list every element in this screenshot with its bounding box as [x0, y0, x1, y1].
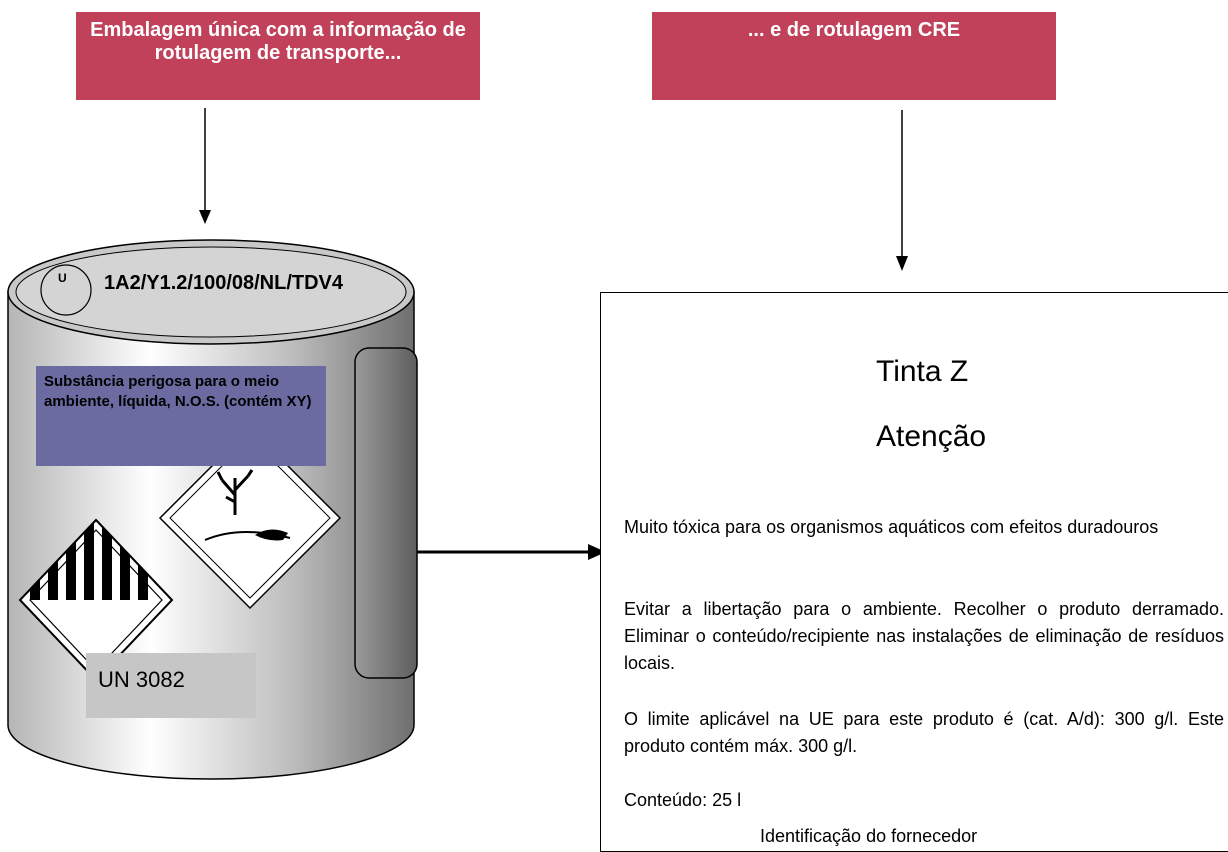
contents-statement: Conteúdo: 25 l — [624, 790, 742, 810]
lid-mark: U — [58, 271, 67, 285]
clp-label — [600, 292, 1228, 852]
right-header-box: ... e de rotulagem CRE — [652, 12, 1056, 100]
arrow-left-down — [199, 108, 211, 224]
un-number: UN 3082 — [98, 667, 185, 692]
product-name: Tinta Z — [876, 355, 969, 388]
arrow-drum-to-label — [410, 544, 606, 560]
environment-hazard-diamond-drum — [158, 426, 342, 610]
precautionary-statement: Evitar a libertação para o ambiente. Rec… — [624, 599, 1224, 673]
left-header-box: Embalagem única com a informação de rotu… — [76, 12, 480, 100]
transport-hazard-text-content: Substância perigosa para o meio ambiente… — [44, 373, 312, 410]
signal-word: Atenção — [876, 420, 987, 453]
un-number-box: UN 3082 — [86, 653, 256, 718]
hazard-statement: Muito tóxica para os organismos aquático… — [624, 517, 1159, 537]
voc-statement: O limite aplicável na UE para este produ… — [624, 709, 1224, 756]
transport-hazard-text: Substância perigosa para o meio ambiente… — [36, 366, 326, 466]
arrow-right-down — [896, 110, 908, 271]
lid-packaging-code: 1A2/Y1.2/100/08/NL/TDV4 — [104, 272, 344, 294]
right-header-text: ... e de rotulagem CRE — [747, 19, 961, 41]
supplier-identification: Identificação do fornecedor — [760, 826, 978, 846]
left-header-text: Embalagem única com a informação de rotu… — [90, 19, 466, 64]
